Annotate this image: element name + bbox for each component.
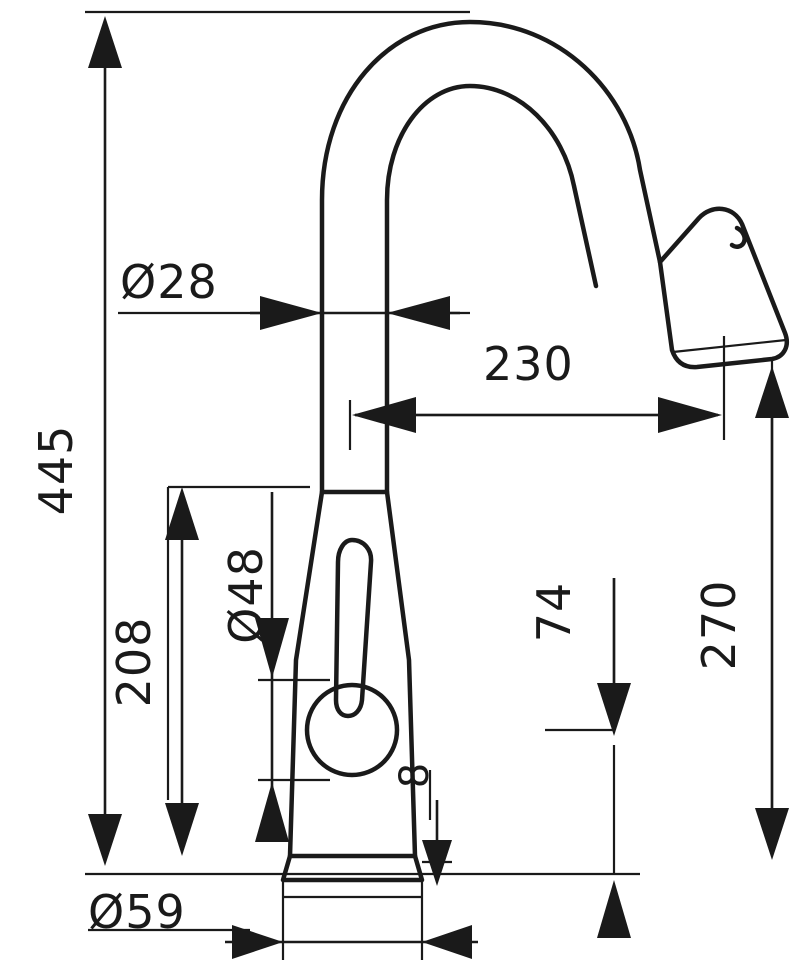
dimension-label-d28: Ø28 [120, 255, 218, 309]
dimension-spout-diameter: Ø28 [120, 255, 460, 330]
base-center-marker [597, 880, 631, 938]
dimension-aerator-offset: 74 [527, 578, 631, 736]
dimension-base-diameter: Ø59 [88, 885, 478, 959]
dimension-spout-height: 270 [692, 366, 789, 860]
faucet-outline [280, 19, 790, 899]
dimension-label-230: 230 [483, 337, 574, 391]
dimension-base-thickness: 8 [392, 762, 452, 886]
dimension-label-445: 445 [29, 425, 83, 516]
dimension-body-diameter: Ø48 [219, 492, 289, 842]
dimension-label-d48: Ø48 [219, 546, 273, 644]
dimension-overall-height: 445 [29, 16, 122, 866]
dimension-label-270: 270 [692, 580, 746, 671]
dimension-label-208: 208 [107, 617, 161, 708]
dimension-label-8: 8 [392, 762, 438, 788]
dimension-label-d59: Ø59 [88, 885, 186, 939]
dimension-handle-height: 208 [107, 487, 199, 856]
dimension-label-74: 74 [527, 582, 581, 643]
dimension-spout-reach: 230 [352, 337, 722, 433]
